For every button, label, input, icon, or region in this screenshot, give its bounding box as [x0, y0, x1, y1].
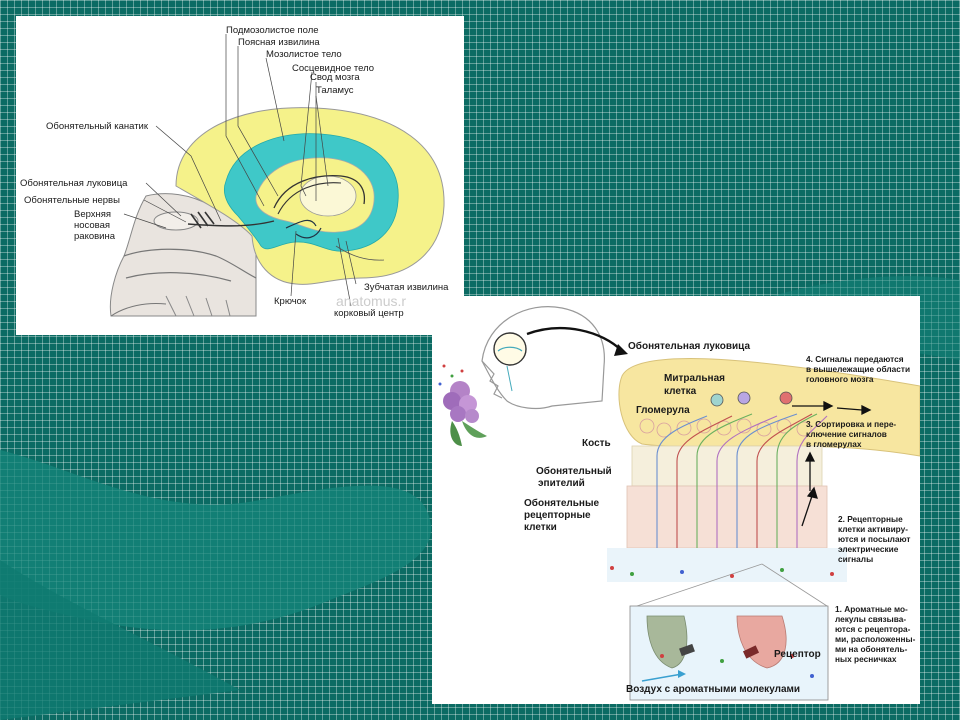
signal-arrows [792, 400, 872, 527]
leader-lines [123, 34, 357, 307]
label-cingulate-gyrus: Поясная извилина [238, 37, 320, 48]
label-glomerulus: Гломерула [636, 405, 690, 416]
label-receptor-cells-3: клетки [524, 522, 557, 533]
lilac-flower-illustration [443, 381, 487, 446]
watermark-text: anatomus.r [336, 293, 406, 309]
olfactory-tract-line [187, 220, 275, 227]
label-step1-1: 1. Ароматные мо- [835, 604, 908, 614]
label-olfactory-tract: Обонятельный канатик [46, 121, 149, 132]
label-mitral-2: клетка [664, 386, 697, 397]
brain-labels: Подмозолистое поле Поясная извилина Мозо… [20, 25, 449, 319]
label-step2-2: клетки активиру- [838, 524, 908, 534]
nerve-fibers [656, 413, 828, 548]
olfaction-mechanism-diagram: Обонятельная луковица Митральная клетка … [438, 306, 920, 701]
label-upper-concha-2: носовая [74, 220, 110, 231]
label-bone: Кость [582, 438, 611, 449]
label-olfactory-bulb: Обонятельная луковица [20, 178, 128, 189]
label-step2-1: 2. Рецепторные [838, 514, 903, 524]
label-epithelium-2: эпителий [538, 478, 585, 489]
label-step2-4: электрические [838, 544, 899, 554]
brain-limbic-diagram-panel: Подмозолистое поле Поясная извилина Мозо… [16, 16, 464, 335]
label-upper-concha-1: Верхняя [74, 209, 111, 220]
head-profile-illustration [481, 306, 628, 410]
olfaction-labels: Обонятельная луковица Митральная клетка … [524, 340, 916, 695]
olfactory-epithelium-layer [626, 485, 828, 549]
label-step4-1: 4. Сигналы передаются [806, 354, 904, 364]
label-step1-6: ных ресничках [835, 654, 897, 664]
label-uncus: Крючок [274, 296, 307, 307]
label-upper-concha-3: раковина [74, 231, 116, 242]
brain-limbic-diagram: Подмозолистое поле Поясная извилина Мозо… [20, 25, 449, 319]
label-step4-2: в вышележащие области [806, 364, 910, 374]
label-air-molecules: Воздух с ароматными молекулами [626, 684, 800, 695]
label-step4-3: головного мозга [806, 374, 874, 384]
label-step3-1: 3. Сортировка и пере- [806, 419, 896, 429]
arrow-head-to-bulb [526, 327, 623, 352]
label-step1-5: ми на обонятель- [835, 644, 908, 654]
receptor-inset [629, 563, 829, 701]
label-step3-3: в гломерулах [806, 439, 862, 449]
label-thalamus: Таламус [316, 85, 354, 96]
label-subcallosal-field: Подмозолистое поле [226, 25, 319, 36]
label-mammillary-body: Сосцевидное тело [292, 63, 374, 74]
bone-layer [631, 445, 823, 487]
label-receptor: Рецептор [774, 649, 821, 660]
mucus-layer [607, 548, 847, 582]
aroma-molecules [438, 364, 834, 678]
label-step2-5: сигналы [838, 554, 873, 564]
label-step1-4: ми, расположенны- [835, 634, 916, 644]
label-fornix: Свод мозга [310, 72, 360, 83]
label-cortical-center: корковый центр [334, 308, 404, 319]
label-receptor-cells-1: Обонятельные [524, 497, 599, 509]
brain-hemisphere [175, 107, 445, 285]
label-epithelium-1: Обонятельный [536, 465, 612, 477]
label-mitral-1: Митральная [664, 373, 725, 384]
label-step3-2: ключение сигналов [806, 429, 887, 439]
label-olfactory-nerves: Обонятельные нервы [24, 195, 120, 206]
label-step2-3: ются и посылают [838, 534, 911, 544]
label-step1-3: ются с рецептора- [835, 624, 911, 634]
label-step1-2: лекулы связыва- [835, 614, 906, 624]
olfactory-bulb-shape [618, 358, 920, 457]
label-dentate-gyrus: Зубчатая извилина [364, 282, 449, 293]
label-receptor-cells-2: рецепторные [524, 510, 591, 521]
olfaction-mechanism-panel: Обонятельная луковица Митральная клетка … [432, 296, 920, 704]
label-corpus-callosum: Мозолистое тело [266, 49, 342, 60]
mitral-cells [710, 391, 793, 407]
nasal-cavity-illustration [109, 193, 257, 317]
label-olfactory-bulb-2: Обонятельная луковица [628, 340, 750, 352]
